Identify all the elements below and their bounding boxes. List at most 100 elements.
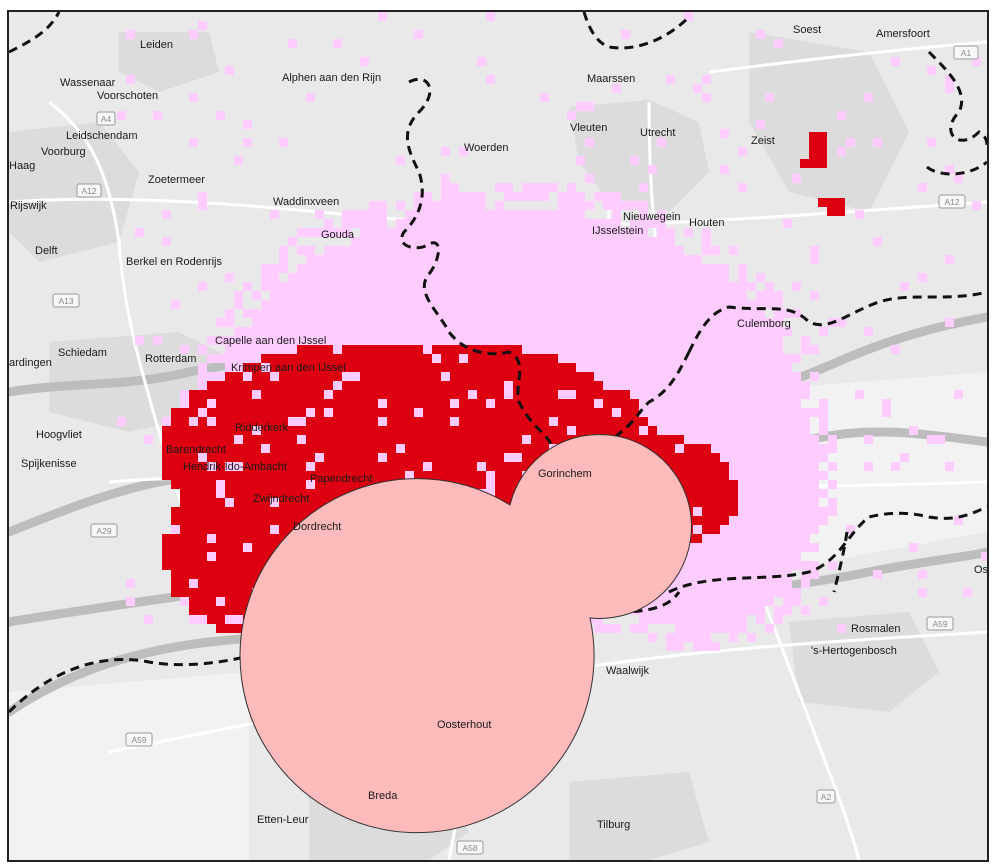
- city-label-vleuten[interactable]: Vleuten: [570, 122, 607, 134]
- grid-cell-low: [405, 282, 414, 291]
- grid-cell-high: [504, 471, 513, 480]
- city-label-krimpen[interactable]: Krimpen aan den IJssel: [231, 362, 346, 374]
- grid-cell-high: [405, 363, 414, 372]
- city-label-dordrecht[interactable]: Dordrecht: [293, 521, 341, 533]
- grid-cell-low: [783, 471, 792, 480]
- grid-cell-low: [198, 615, 207, 624]
- grid-cell-low: [432, 210, 441, 219]
- grid-cell-high: [297, 390, 306, 399]
- grid-cell-low: [774, 327, 783, 336]
- border-zh-ut: [582, 12, 691, 50]
- city-label-vlaardingen[interactable]: ardingen: [9, 357, 52, 369]
- grid-cell-low: [756, 363, 765, 372]
- city-label-hoogvliet[interactable]: Hoogvliet: [36, 429, 82, 441]
- grid-cell-high: [648, 426, 657, 435]
- city-label-wassenaar[interactable]: Wassenaar: [60, 77, 116, 89]
- city-label-waalwijk[interactable]: Waalwijk: [606, 665, 649, 677]
- grid-cell-low: [324, 246, 333, 255]
- city-label-hertogenbosch[interactable]: 's-Hertogenbosch: [811, 645, 897, 657]
- grid-cell-low: [369, 336, 378, 345]
- grid-cell-high: [702, 507, 711, 516]
- city-label-breda[interactable]: Breda: [368, 790, 398, 802]
- grid-cell-low: [729, 435, 738, 444]
- city-label-hendrik-ido-ambacht[interactable]: Hendrik-Ido-Ambacht: [183, 461, 287, 473]
- city-label-culemborg[interactable]: Culemborg: [737, 318, 791, 330]
- grid-cell-low: [135, 228, 144, 237]
- grid-cell-high: [288, 435, 297, 444]
- grid-cell-low: [738, 507, 747, 516]
- city-label-amersfoort[interactable]: Amersfoort: [876, 28, 930, 40]
- grid-cell-low: [837, 624, 846, 633]
- map-frame[interactable]: A1 A4 A12 A12 A13 A29 A59 A59 A2 A58 Lei…: [7, 10, 989, 862]
- map-canvas[interactable]: A1 A4 A12 A12 A13 A29 A59 A59 A2 A58 Lei…: [9, 12, 987, 860]
- city-label-gorinchem[interactable]: Gorinchem: [538, 468, 592, 480]
- grid-cell-low: [639, 246, 648, 255]
- city-label-alphen[interactable]: Alphen aan den Rijn: [282, 72, 381, 84]
- city-label-zoetermeer[interactable]: Zoetermeer: [148, 174, 205, 186]
- city-label-capelle[interactable]: Capelle aan den IJssel: [215, 335, 326, 347]
- city-label-tilburg[interactable]: Tilburg: [597, 819, 630, 831]
- city-label-barendrecht[interactable]: Barendrecht: [166, 444, 226, 456]
- city-label-haag[interactable]: Haag: [9, 160, 35, 172]
- grid-cell-low: [981, 552, 987, 561]
- city-label-zeist[interactable]: Zeist: [751, 135, 775, 147]
- grid-cell-low: [603, 345, 612, 354]
- grid-cell-high: [351, 390, 360, 399]
- city-label-nieuwegein[interactable]: Nieuwegein: [623, 211, 680, 223]
- grid-cell-high: [378, 363, 387, 372]
- city-label-maarssen[interactable]: Maarssen: [587, 73, 635, 85]
- grid-cell-high: [603, 408, 612, 417]
- city-label-rijswijk[interactable]: Rijswijk: [10, 200, 47, 212]
- city-label-soest[interactable]: Soest: [793, 24, 821, 36]
- grid-cell-low: [693, 597, 702, 606]
- city-label-os[interactable]: Os: [974, 564, 987, 576]
- city-label-delft[interactable]: Delft: [35, 245, 58, 257]
- city-label-leiden[interactable]: Leiden: [140, 39, 173, 51]
- grid-cell-high: [414, 345, 423, 354]
- grid-cell-low: [207, 552, 216, 561]
- grid-cell-low: [711, 642, 720, 651]
- city-label-leidschendam[interactable]: Leidschendam: [66, 130, 138, 142]
- grid-cell-low: [216, 597, 225, 606]
- grid-cell-low: [315, 327, 324, 336]
- grid-cell-high: [288, 372, 297, 381]
- grid-cell-high: [189, 435, 198, 444]
- city-label-rosmalen[interactable]: Rosmalen: [851, 623, 901, 635]
- city-label-ridderkerk[interactable]: Ridderkerk: [235, 422, 289, 434]
- city-label-papendrecht[interactable]: Papendrecht: [310, 473, 372, 485]
- city-label-berkel[interactable]: Berkel en Rodenrijs: [126, 256, 222, 268]
- grid-cell-low: [423, 309, 432, 318]
- city-label-oosterhout[interactable]: Oosterhout: [437, 719, 491, 731]
- grid-cell-low: [693, 309, 702, 318]
- city-label-waddinxveen[interactable]: Waddinxveen: [273, 196, 339, 208]
- city-label-schiedam[interactable]: Schiedam: [58, 347, 107, 359]
- city-label-voorschoten[interactable]: Voorschoten: [97, 90, 158, 102]
- city-label-spijkenisse[interactable]: Spijkenisse: [21, 458, 77, 470]
- grid-cell-low: [585, 237, 594, 246]
- city-label-utrecht[interactable]: Utrecht: [640, 127, 675, 139]
- city-label-rotterdam[interactable]: Rotterdam: [145, 353, 196, 365]
- grid-cell-low: [765, 345, 774, 354]
- grid-cell-low: [684, 291, 693, 300]
- grid-cell-low: [522, 273, 531, 282]
- grid-cell-high: [180, 417, 189, 426]
- grid-cell-low: [801, 444, 810, 453]
- city-label-woerden[interactable]: Woerden: [464, 142, 508, 154]
- grid-cell-high: [306, 498, 315, 507]
- grid-cell-low: [495, 273, 504, 282]
- grid-cell-low: [162, 417, 171, 426]
- city-label-gouda[interactable]: Gouda: [321, 229, 355, 241]
- grid-cell-low: [612, 381, 621, 390]
- city-label-etten-leur[interactable]: Etten-Leur: [257, 814, 309, 826]
- grid-cell-low: [360, 255, 369, 264]
- service-area-outline[interactable]: [239, 434, 692, 834]
- city-label-ijsselstein[interactable]: IJsselstein: [592, 225, 643, 237]
- city-label-zwijndrecht[interactable]: Zwijndrecht: [253, 493, 309, 505]
- grid-cell-high: [432, 381, 441, 390]
- service-area-circles[interactable]: [239, 434, 692, 834]
- city-label-houten[interactable]: Houten: [689, 217, 724, 229]
- city-label-voorburg[interactable]: Voorburg: [41, 146, 86, 158]
- grid-cell-low: [630, 246, 639, 255]
- grid-cell-low: [378, 336, 387, 345]
- grid-cell-high: [531, 417, 540, 426]
